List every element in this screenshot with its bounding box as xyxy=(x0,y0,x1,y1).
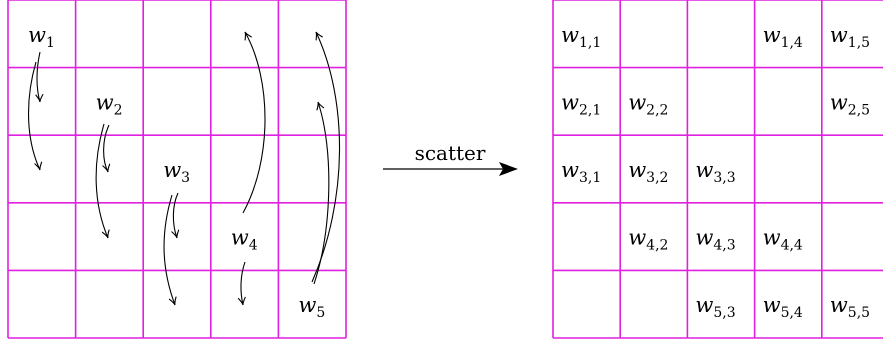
left-grid xyxy=(7,0,347,339)
scatter-curve-arrow xyxy=(103,124,110,173)
scatter-arrowhead xyxy=(237,296,246,306)
right-grid-cell-label: w2,2 xyxy=(628,90,668,118)
right-grid-cell-label: w1,5 xyxy=(830,23,870,51)
scatter-curve-arrow xyxy=(311,31,341,283)
right-grid-cell-label: w1,4 xyxy=(763,23,803,51)
right-grid-cell-label: w3,2 xyxy=(628,158,668,186)
scatter-arrow-head xyxy=(499,162,518,176)
scatter-curve-arrow xyxy=(36,51,41,103)
scatter-arrowhead xyxy=(316,101,325,111)
scatter-arrowhead xyxy=(34,161,43,171)
scatter-arrows xyxy=(27,31,341,306)
right-grid-cell-label: w4,3 xyxy=(695,226,735,254)
right-grid-cell-label: w2,1 xyxy=(561,90,601,118)
scatter-arrowhead xyxy=(168,296,177,306)
right-grid-cell-label: w4,2 xyxy=(628,226,668,254)
left-grid-cell-label: w1 xyxy=(28,23,55,51)
right-grid-cell-label: w4,4 xyxy=(763,226,803,254)
right-grid-cell-label: w5,4 xyxy=(763,293,803,321)
left-grid-labels: w1 w2 w3 w4 w5 xyxy=(28,23,325,321)
left-grid-cell-label: w5 xyxy=(298,293,325,321)
scatter-operation: scatter xyxy=(383,141,518,176)
scatter-arrowhead xyxy=(315,31,323,41)
right-grid-cell-label: w3,1 xyxy=(561,158,601,186)
right-grid-cell-label: w3,3 xyxy=(695,158,735,186)
left-grid-cell-label: w2 xyxy=(96,90,123,118)
right-grid-cell-label: w5,5 xyxy=(830,293,870,321)
scatter-curve-arrow xyxy=(240,261,246,306)
scatter-label: scatter xyxy=(415,141,486,165)
scatter-curve-arrow xyxy=(242,31,266,214)
right-grid-cell-label: w5,3 xyxy=(695,293,735,321)
right-grid-cell-label: w2,5 xyxy=(830,90,870,118)
right-grid-labels: w1,1 w1,4 w1,5 w2,1 w2,2 w2,5 w3,1 w3,2 w3,3 w4,2… xyxy=(561,23,870,321)
right-grid-cell-label: w1,1 xyxy=(561,23,601,51)
right-grid xyxy=(552,0,883,339)
left-grid-cell-label: w4 xyxy=(231,226,258,254)
scatter-curve-arrow xyxy=(95,123,109,239)
scatter-arrowhead xyxy=(102,163,111,173)
scatter-curve-arrow xyxy=(313,101,330,285)
scatter-curve-arrow xyxy=(27,61,41,171)
scatter-arrowhead xyxy=(35,93,44,103)
scatter-arrowhead xyxy=(101,229,110,239)
scatter-arrowhead xyxy=(171,229,180,239)
scatter-curve-arrow xyxy=(172,192,179,239)
scatter-curve-arrow xyxy=(163,194,176,306)
scatter-arrowhead xyxy=(244,31,252,41)
left-grid-cell-label: w3 xyxy=(163,158,190,186)
